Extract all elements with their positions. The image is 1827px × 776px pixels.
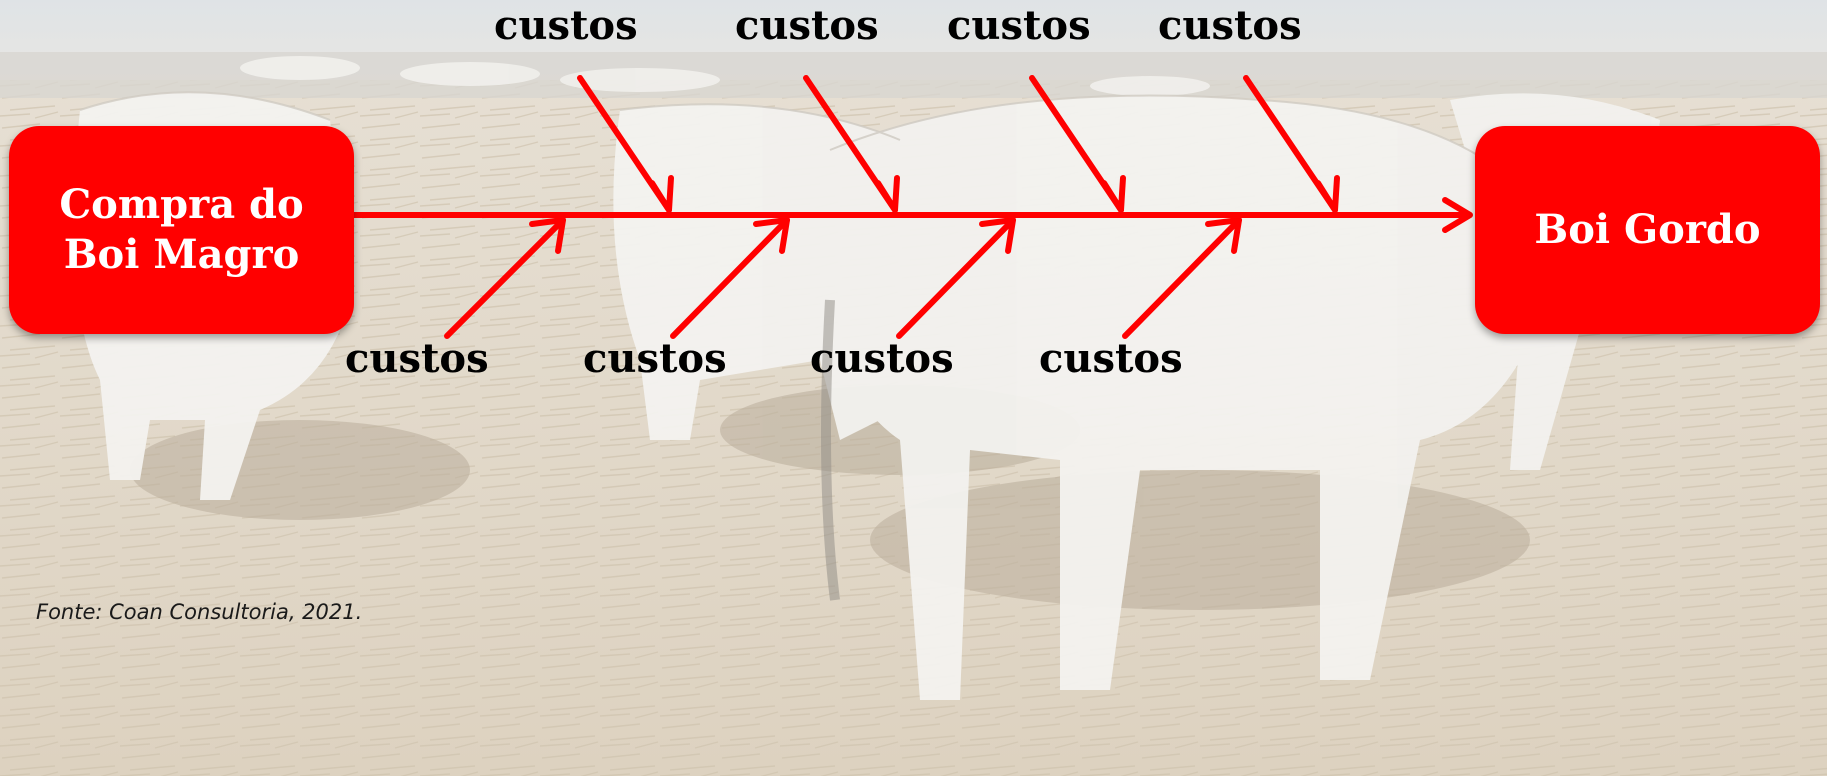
top-bone-2-head bbox=[875, 175, 900, 213]
bottom-bone-4-head bbox=[1205, 217, 1242, 254]
top-bone-4-head bbox=[1315, 175, 1340, 213]
bottom-bone-4 bbox=[1122, 217, 1242, 339]
cost-label-top-1: custos bbox=[494, 2, 638, 49]
end-label: Boi Gordo bbox=[1534, 206, 1761, 253]
bottom-bone-1 bbox=[444, 217, 566, 339]
bottom-bone-3 bbox=[896, 217, 1016, 339]
cost-label-bottom-1: custos bbox=[345, 335, 489, 382]
cost-label-bottom-3: custos bbox=[810, 335, 954, 382]
top-bone-1-head bbox=[649, 175, 674, 213]
cost-label-top-3: custos bbox=[947, 2, 1091, 49]
start-box-boi-magro: Compra do Boi Magro bbox=[9, 126, 354, 334]
cost-label-top-2: custos bbox=[735, 2, 879, 49]
bottom-bone-2-head bbox=[753, 217, 790, 254]
bottom-bone-3-head bbox=[979, 217, 1016, 254]
top-bone-3-head bbox=[1101, 175, 1126, 213]
source-note: Fonte: Coan Consultoria, 2021. bbox=[36, 600, 363, 624]
bottom-bone-1-head bbox=[529, 217, 566, 254]
start-label-line1: Compra do bbox=[59, 181, 304, 228]
cost-label-top-4: custos bbox=[1158, 2, 1302, 49]
cost-label-bottom-4: custos bbox=[1039, 335, 1183, 382]
bottom-bone-2 bbox=[670, 217, 790, 339]
main-spine-arrowhead bbox=[1442, 197, 1473, 233]
end-box-boi-gordo: Boi Gordo bbox=[1475, 126, 1820, 334]
start-label-line2: Boi Magro bbox=[63, 231, 300, 278]
cost-label-bottom-2: custos bbox=[583, 335, 727, 382]
